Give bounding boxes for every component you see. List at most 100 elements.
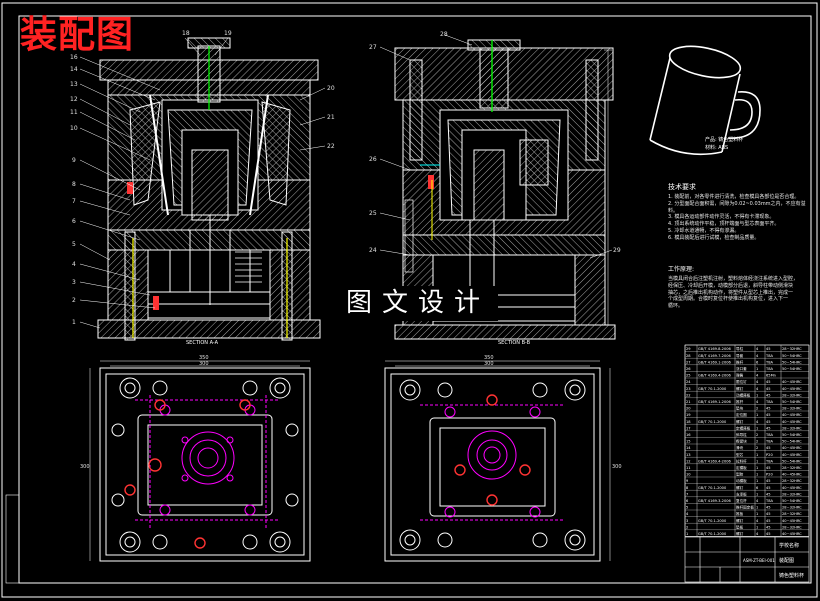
drawing-border [18, 15, 812, 584]
bom-cell: 1 [756, 426, 758, 430]
title-block-name: 铸色塑料杯 [779, 572, 804, 579]
bom-cell: 垫板 [736, 524, 744, 529]
hole-red [239, 399, 251, 411]
plan-right-magenta [420, 404, 565, 521]
bom-cell: 1 [756, 525, 758, 529]
work-principle-title: 工作原理: [668, 266, 695, 273]
text-line: 5. 冷却水道通畅，不得有渗漏。 [668, 227, 740, 234]
bom-cell: T8A [765, 433, 773, 437]
bom-cell: 1 [756, 367, 758, 371]
bom-cell: 推杆 [736, 399, 744, 404]
bom-cell: GB/T 4169.1-2006 [698, 400, 732, 404]
part-number: 8 [72, 181, 76, 188]
bom-cell: 浇口套 [736, 366, 747, 371]
bom-cell: 螺钉 [736, 531, 744, 536]
hole-red [148, 458, 162, 472]
part-number: 4 [72, 261, 76, 268]
text-line: 经保压、冷却后开模，动模部分后退，斜导柱带动侧滑块 [668, 282, 794, 289]
bom-cell: 垫块 [736, 406, 744, 411]
bom-cell: 28~32HRC [782, 492, 802, 496]
bom-cell: 推杆 [736, 359, 744, 364]
bom-cell: 45 [766, 347, 771, 351]
title-block-drawing: 装配图 [779, 557, 794, 564]
hole-red [154, 399, 166, 411]
bom-cell: T8A [765, 440, 773, 444]
bom-cell: 40~45HRC [782, 453, 802, 457]
bom-cell: 导柱 [736, 346, 744, 351]
bom-cell: 40~45HRC [782, 532, 802, 536]
bom-cell: 65Mn [766, 374, 776, 378]
bom-cell: 弹簧 [736, 373, 744, 378]
part-number: 19 [224, 30, 232, 37]
tech-requirements-title: 技术要求 [668, 183, 696, 191]
part-number: 6 [72, 218, 76, 225]
text-line: 4. 顶出系统动作平稳，顶杆端面与型芯表面平齐。 [668, 221, 780, 227]
bom-cell: 25 [686, 374, 691, 378]
bom-cell: 40~45HRC [782, 473, 802, 477]
bom-cell: GB/T 4169.7-2006 [698, 354, 732, 358]
bom-cell: GB/T 4169.8-2006 [698, 347, 732, 351]
bom-cell: 螺钉 [736, 518, 744, 523]
text-line: 抽芯，之后推出机构动作，将塑件从型芯上推出，完成一 [668, 289, 794, 296]
text-line: 循环。 [668, 303, 684, 309]
bom-cell: 动模座板 [736, 392, 751, 397]
part-labels-right: 27 28 26 25 24 29 [369, 31, 621, 254]
bom-cell: GB/T 4169.3-2006 [698, 499, 732, 503]
bom-cell: T8A [765, 367, 773, 371]
bom-cell: 45 [766, 506, 771, 510]
bom-cell: 45 [766, 479, 771, 483]
bom-cell: 1 [756, 492, 758, 496]
screw-red [428, 175, 434, 189]
bom-cell: 5 [686, 506, 688, 510]
title-block-school: 学校名称 [779, 542, 799, 549]
bom-cell: 29 [686, 347, 691, 351]
title-block-code: ASM-ZT-BEI-001 [743, 558, 775, 563]
bom-cell: T8A [765, 354, 773, 358]
bom-cell: 19 [686, 413, 691, 417]
hole-red [124, 484, 136, 496]
bom-cell: 28~32HRC [782, 506, 802, 510]
bom-cell: 13 [686, 453, 691, 457]
part-number: 20 [327, 85, 335, 92]
section-a-view [97, 37, 321, 341]
bom-cell: 45 [766, 519, 771, 523]
part-number: 27 [369, 44, 377, 51]
product-note-line: 产品: 铸色塑料杯 [705, 137, 744, 143]
bom-cell: 推板 [736, 511, 744, 516]
bom-cell: T8A [765, 360, 773, 364]
bom-cell: 28 [686, 354, 691, 358]
bom-cell: 1 [756, 479, 758, 483]
bom-cell: 26 [686, 367, 691, 371]
bom-cell: T8A [765, 499, 773, 503]
bom-cell: P20 [766, 453, 773, 457]
part-number: 28 [440, 31, 448, 38]
bom-cell: 50~54HRC [782, 440, 802, 444]
part-number: 26 [369, 156, 377, 163]
text-line: 个成型周期。合模时复位杆使推出机构复位，进入下一 [668, 296, 789, 303]
bom-cell: 6 [686, 499, 689, 503]
bom-cell: 1 [756, 506, 758, 510]
bom-cell: 15 [686, 440, 691, 444]
bom-cell: GB/T 4169.1-2006 [698, 360, 732, 364]
spring-stack [404, 199, 414, 273]
dim-text: 300 [80, 464, 90, 470]
bom-cell: GB/T 70.1-2000 [698, 532, 727, 536]
bom-cell: 推杆固定板 [736, 505, 754, 510]
bom-cell: T8A [765, 400, 773, 404]
bom-cell: 20 [686, 407, 691, 411]
part-number: 7 [72, 198, 76, 205]
bom-cell: 40~45HRC [782, 380, 802, 384]
plan-view-right [384, 360, 611, 562]
bom-cell: 4 [756, 347, 759, 351]
bom-cell: 4 [756, 499, 759, 503]
bom-cell: GB/T 70.1-2000 [698, 420, 727, 424]
bom-cell: 45 [766, 387, 771, 391]
bom-cell: 11 [686, 466, 691, 470]
bom-cell: GB/T 4169.4-2006 [698, 374, 732, 378]
bom-cell: 4 [756, 519, 759, 523]
bom-cell: 14 [686, 446, 691, 450]
bom-cell: GB/T 70.1-2000 [698, 486, 727, 490]
bom-cell: 17 [686, 426, 691, 430]
bom-cell: 45 [766, 407, 771, 411]
